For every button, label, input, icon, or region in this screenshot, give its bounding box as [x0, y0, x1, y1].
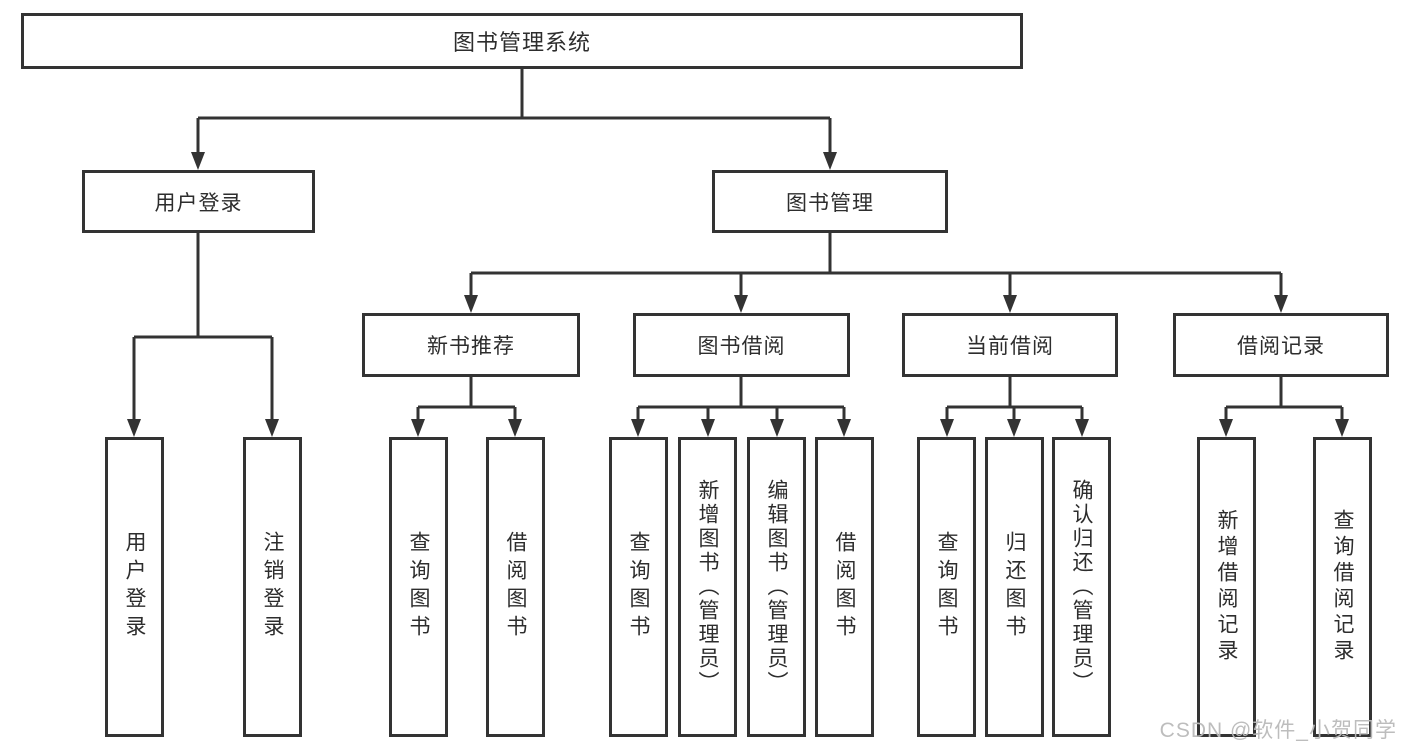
node-user-login: 用户登录	[82, 170, 315, 233]
node-new-book-recommendation: 新书推荐	[362, 313, 580, 377]
leaf-query-books-borrow: 查询图书	[609, 437, 668, 737]
node-library-management-system: 图书管理系统	[21, 13, 1023, 69]
leaf-user-login: 用户登录	[105, 437, 164, 737]
leaf-return-book: 归还图书	[985, 437, 1044, 737]
node-borrowing-records: 借阅记录	[1173, 313, 1389, 377]
leaf-borrow-books-recommend: 借阅图书	[486, 437, 545, 737]
node-book-borrowing: 图书借阅	[633, 313, 850, 377]
node-book-management: 图书管理	[712, 170, 948, 233]
leaf-add-book-admin: 新增图书（管理员）	[678, 437, 737, 737]
leaf-confirm-return-admin: 确认归还（管理员）	[1052, 437, 1111, 737]
leaf-borrow-books-borrow: 借阅图书	[815, 437, 874, 737]
leaf-edit-book-admin: 编辑图书（管理员）	[747, 437, 806, 737]
node-current-borrowing: 当前借阅	[902, 313, 1118, 377]
leaf-query-books-current: 查询图书	[917, 437, 976, 737]
leaf-query-books-recommend: 查询图书	[389, 437, 448, 737]
watermark: CSDN @软件_小贺同学	[1159, 719, 1397, 742]
leaf-query-borrow-record: 查询借阅记录	[1313, 437, 1372, 737]
leaf-add-borrow-record: 新增借阅记录	[1197, 437, 1256, 737]
leaf-logout: 注销登录	[243, 437, 302, 737]
